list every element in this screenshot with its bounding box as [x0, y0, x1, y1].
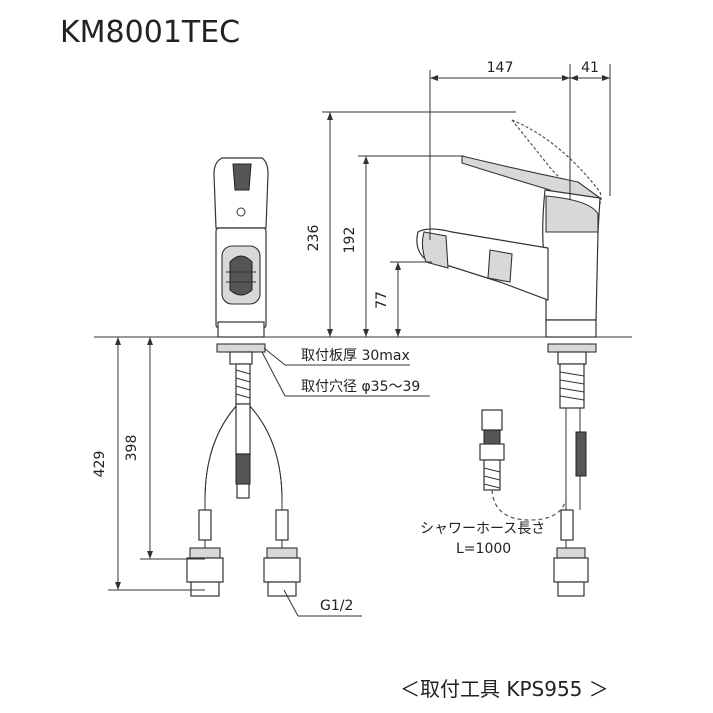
dimension-77: 77: [374, 261, 432, 337]
dimension-41: 41: [570, 60, 611, 196]
side-view: [416, 119, 602, 597]
note-hole-diameter: 取付穴径 φ35～39: [301, 379, 420, 395]
dimension-147: 147: [429, 60, 571, 240]
dimension-398: 398: [124, 337, 205, 560]
dim-41-label: 41: [581, 60, 599, 76]
note-tool: ＜取付工具 KPS955 ＞: [400, 677, 609, 701]
dim-236-label: 236: [306, 225, 322, 252]
dim-429-label: 429: [92, 451, 108, 478]
dim-77-label: 77: [374, 291, 390, 309]
front-view: [186, 157, 301, 597]
dimension-429: 429: [92, 336, 205, 591]
dim-147-label: 147: [487, 60, 514, 76]
dimension-236: 236: [306, 111, 516, 337]
model-title: KM8001TEC: [60, 15, 240, 50]
note-thread: G1/2: [320, 598, 353, 614]
note-counter-thickness: 取付板厚 30max: [301, 348, 410, 364]
dim-398-label: 398: [124, 435, 140, 462]
note-shower-hose: シャワーホース長さ: [420, 521, 545, 537]
note-shower-length: L=1000: [456, 541, 511, 557]
dim-192-label: 192: [342, 227, 358, 254]
dimension-192: 192: [342, 155, 464, 337]
